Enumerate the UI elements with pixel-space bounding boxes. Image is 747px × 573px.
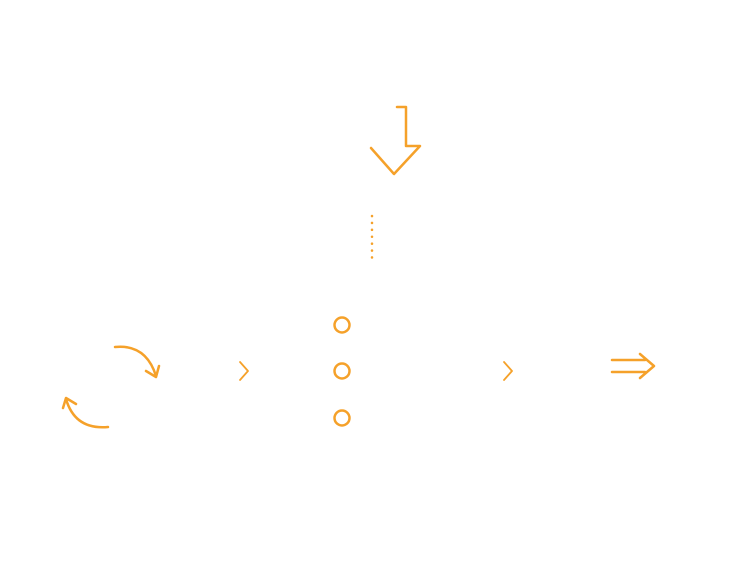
refresh-cycle-icon <box>61 345 161 429</box>
double-arrow-right-icon <box>610 352 656 380</box>
vertical-ellipsis-icon <box>333 316 351 427</box>
chevron-right-icon-left <box>239 361 249 381</box>
turn-down-arrow-icon <box>369 105 422 176</box>
chevron-right-icon-right <box>503 361 513 381</box>
